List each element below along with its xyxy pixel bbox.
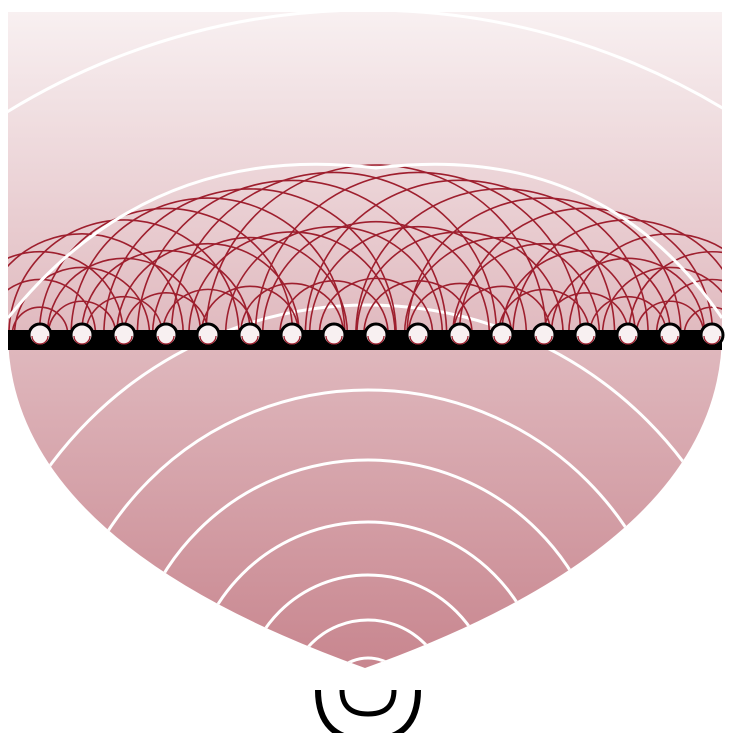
secondary-source-circle — [491, 324, 513, 346]
secondary-source-circle — [155, 324, 177, 346]
secondary-source-circle — [701, 324, 723, 346]
point-source-icon — [318, 690, 418, 733]
secondary-source-circle — [407, 324, 429, 346]
secondary-source-circle — [281, 324, 303, 346]
secondary-source-circle — [71, 324, 93, 346]
secondary-source-circle — [113, 324, 135, 346]
secondary-source-circle — [239, 324, 261, 346]
secondary-source-circle — [323, 324, 345, 346]
secondary-source-circle — [29, 324, 51, 346]
secondary-source-circle — [449, 324, 471, 346]
secondary-source-circle — [365, 324, 387, 346]
secondary-source-circle — [533, 324, 555, 346]
secondary-source-circle — [659, 324, 681, 346]
secondary-source-circle — [197, 324, 219, 346]
secondary-source-circle — [617, 324, 639, 346]
secondary-sources — [29, 324, 723, 346]
secondary-source-circle — [575, 324, 597, 346]
